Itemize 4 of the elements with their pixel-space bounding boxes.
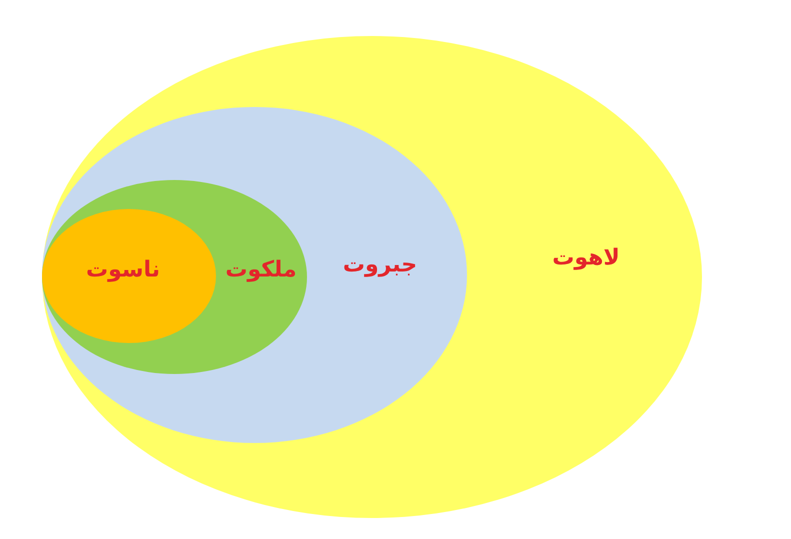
region-label: ملکوت <box>225 258 297 282</box>
region-label: ناسوت <box>86 258 160 282</box>
region-label: لاهوت <box>552 246 620 270</box>
region-label: جبروت <box>342 252 418 278</box>
